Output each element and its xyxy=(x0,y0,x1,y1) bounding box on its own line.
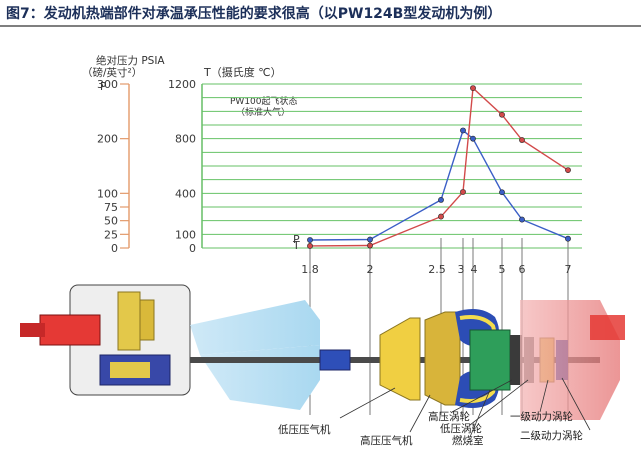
inlet-airflow-lower xyxy=(200,345,320,410)
label-power-turbine-2: 二级动力涡轮 xyxy=(520,429,583,442)
data-point-P xyxy=(565,235,571,242)
station-label: 5 xyxy=(499,263,506,276)
data-point-T xyxy=(460,189,466,195)
figure-title: 图7：发动机热端部件对承温承压性能的要求很高（以PW124B型发动机为例） xyxy=(6,6,502,22)
data-point-P xyxy=(470,135,476,142)
exhaust-flange xyxy=(590,315,625,340)
accessory-gear xyxy=(110,362,150,378)
shaft-coupling xyxy=(319,349,351,371)
propeller-shaft xyxy=(39,314,101,346)
label-hp-compressor: 高压压气机 xyxy=(360,434,413,447)
gridlines xyxy=(202,83,582,249)
engine-illustration: 低压压气机 高压压气机 高压涡轮 低压涡轮 燃烧室 一级动力涡轮 二级动力涡轮 xyxy=(20,284,625,447)
title-divider xyxy=(0,25,641,27)
chart: 绝对压力 PSIA （磅/英寸²） P T（摄氏度 ℃） PW100起飞状态 （… xyxy=(82,54,582,415)
data-point-T xyxy=(367,242,373,249)
series-label-P: P xyxy=(293,233,300,246)
station-label: 6 xyxy=(519,263,526,276)
data-point-T xyxy=(499,111,505,118)
label-lp-compressor: 低压压气机 xyxy=(278,423,331,436)
data-point-T xyxy=(565,167,571,173)
data-point-T xyxy=(519,137,525,143)
station-label: 2 xyxy=(367,263,374,276)
temperature-tick-label: 0 xyxy=(189,242,196,255)
pressure-tick-label: 200 xyxy=(97,133,118,146)
reduction-gear-upper xyxy=(117,291,141,351)
temperature-tick-label: 1200 xyxy=(168,78,196,91)
pressure-unit-label: （磅/英寸²） xyxy=(82,66,142,79)
pressure-tick-label: 50 xyxy=(104,215,118,228)
pressure-tick-label: 75 xyxy=(104,201,118,214)
label-hp-turbine: 高压涡轮 xyxy=(428,410,470,423)
temperature-tick-label: 100 xyxy=(175,228,196,241)
data-point-P xyxy=(519,216,525,223)
label-lp-turbine: 低压涡轮 xyxy=(440,422,482,435)
propeller-flange xyxy=(20,323,45,337)
data-point-P xyxy=(438,196,444,203)
station-label: 3 xyxy=(458,263,465,276)
inlet-airflow-upper xyxy=(190,300,320,355)
pressure-axis-label: 绝对压力 PSIA xyxy=(96,54,165,67)
data-point-T xyxy=(307,243,313,249)
data-point-T xyxy=(470,85,476,91)
state-note-line2: （标准大气） xyxy=(236,106,290,118)
series-line-P xyxy=(309,129,569,241)
state-note-line1: PW100起飞状态 xyxy=(230,95,298,107)
series-line-T xyxy=(309,86,569,247)
lp-compressor-impeller xyxy=(379,317,421,401)
reduction-gear-mid xyxy=(139,299,155,341)
temperature-tick-label: 800 xyxy=(175,133,196,146)
series-label-T: T xyxy=(292,239,300,252)
data-point-P xyxy=(499,189,505,196)
pressure-tick-label: 100 xyxy=(97,187,118,200)
hp-turbine-disc xyxy=(510,335,522,385)
pressure-tick-label: 300 xyxy=(97,78,118,91)
temperature-tick-label: 400 xyxy=(175,187,196,200)
station-label: 4 xyxy=(471,263,478,276)
station-label: 7 xyxy=(565,263,572,276)
series-layer: PT xyxy=(292,85,571,252)
temperature-axis-label: T（摄氏度 ℃） xyxy=(203,65,282,79)
data-point-P xyxy=(307,237,313,243)
label-combustor: 燃烧室 xyxy=(452,434,484,447)
data-point-T xyxy=(438,213,444,220)
leader-lines xyxy=(339,377,591,438)
pressure-tick-label: 25 xyxy=(104,228,118,241)
label-power-turbine-1: 一级动力涡轮 xyxy=(510,410,573,423)
station-label: 1.8 xyxy=(301,263,319,276)
combustor xyxy=(469,329,511,391)
data-point-P xyxy=(367,236,373,243)
station-label: 2.5 xyxy=(428,263,446,276)
data-point-P xyxy=(460,127,466,134)
pressure-tick-label: 0 xyxy=(111,242,118,255)
pressure-symbol: P xyxy=(100,81,106,93)
hp-compressor-impeller xyxy=(424,311,461,406)
